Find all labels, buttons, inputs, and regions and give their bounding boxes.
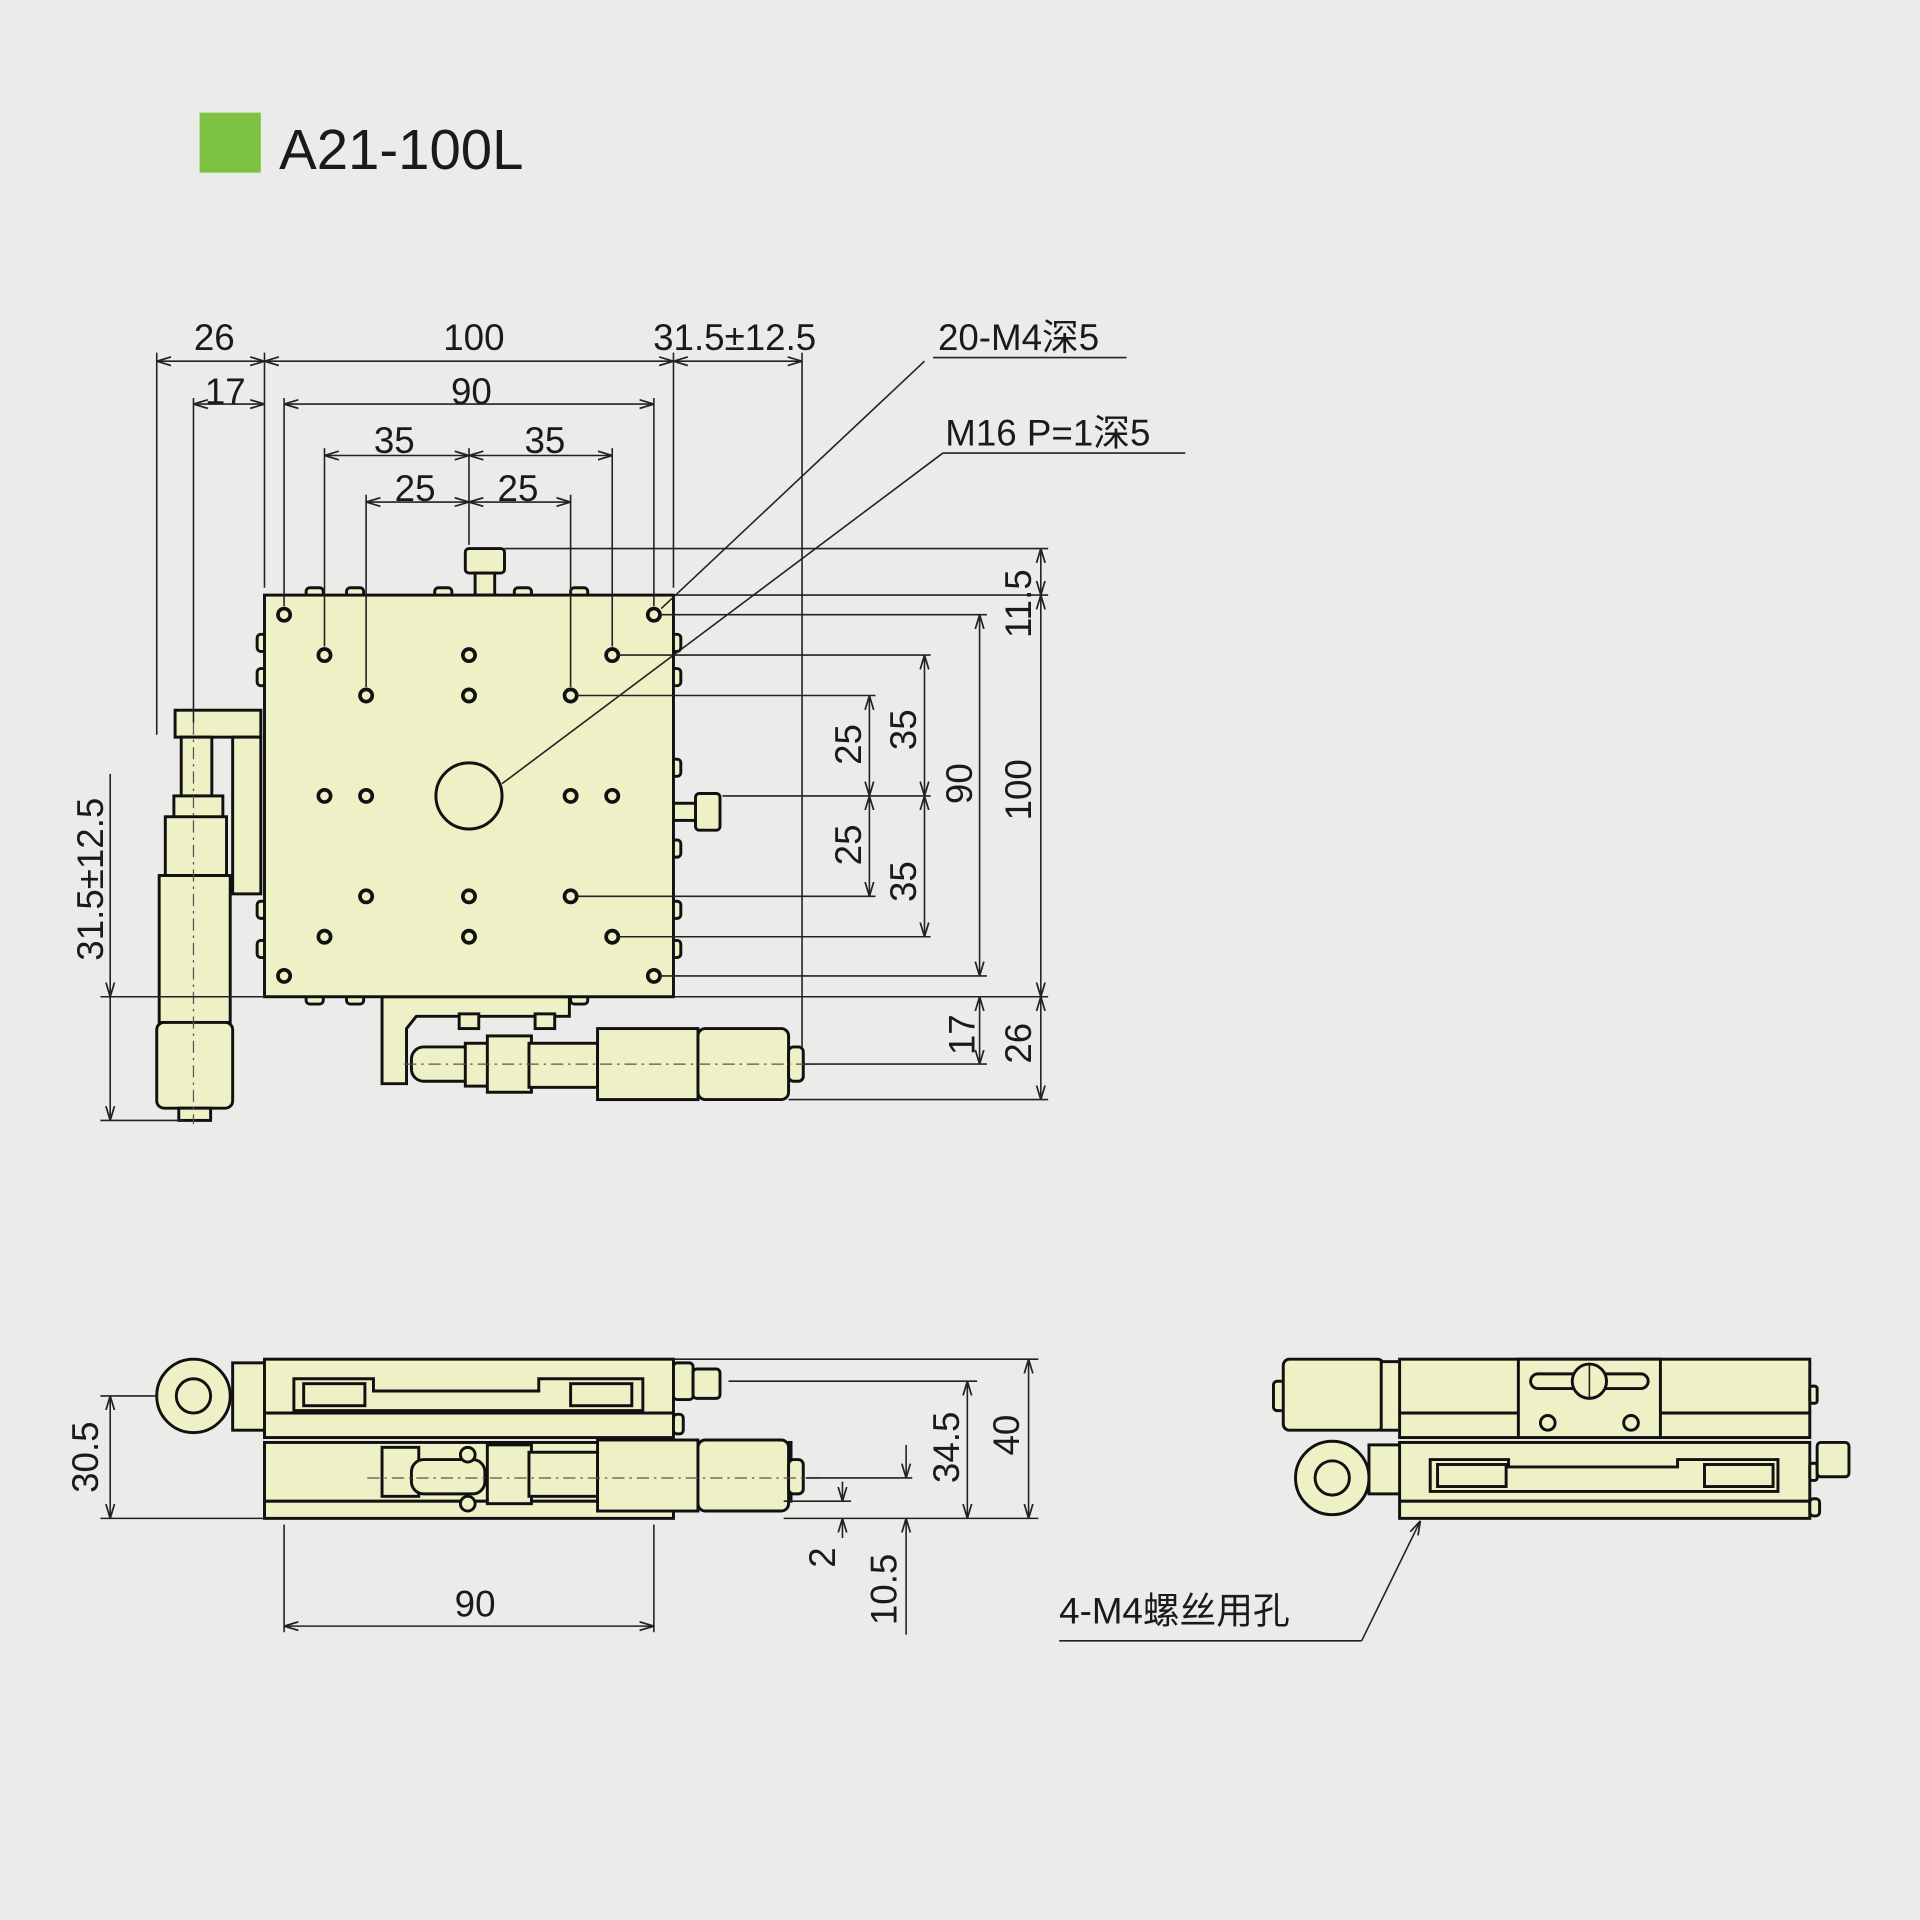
dim-h35-bottom: 35: [883, 861, 924, 902]
dim-h100: 100: [998, 759, 1039, 820]
dim-h35-top: 35: [883, 709, 924, 750]
callout-tapped-holes: 20-M4深5: [938, 317, 1099, 358]
title-swatch: [199, 112, 261, 173]
center-thread-hole: [434, 761, 504, 831]
dim-90: 90: [451, 371, 492, 412]
dim-h26: 26: [998, 1023, 1039, 1064]
lock-screw-top[interactable]: [463, 547, 506, 575]
bottom-micrometer: [380, 995, 805, 1102]
callout-center-thread: M16 P=1深5: [945, 413, 1150, 454]
tapped-holes: [276, 606, 662, 984]
left-micrometer: [155, 708, 263, 1122]
dim-h25-top: 25: [828, 724, 869, 765]
front-view: 30.5 34.5 40 2 10.5 90: [65, 1357, 1039, 1635]
dim-26: 26: [194, 317, 235, 358]
dim-17: 17: [205, 371, 246, 412]
dim-h90: 90: [939, 763, 980, 804]
dim-10-5: 10.5: [863, 1554, 904, 1625]
model-title: A21-100L: [279, 118, 523, 181]
side-view: 4-M4螺丝用孔: [1059, 1357, 1851, 1642]
dimension-lines: [100, 352, 1186, 1122]
dim-100: 100: [443, 317, 504, 358]
dim-35-left: 35: [374, 420, 415, 461]
lock-screw-right[interactable]: [694, 792, 722, 832]
dim-2: 2: [802, 1547, 843, 1567]
dim-11-5: 11.5: [998, 569, 1039, 638]
top-view: 26 100 31.5±12.5 17 90 35 35 25 25 11.5 …: [70, 317, 1186, 1125]
dim-25-right: 25: [498, 468, 539, 509]
dim-30-5: 30.5: [65, 1421, 106, 1492]
dim-base-90: 90: [455, 1583, 496, 1624]
dim-h25-bottom: 25: [828, 824, 869, 865]
dim-40: 40: [986, 1415, 1027, 1456]
callout-mount-holes: 4-M4螺丝用孔: [1059, 1591, 1290, 1632]
dim-h17: 17: [942, 1014, 983, 1055]
dim-travel-y: 31.5±12.5: [70, 798, 111, 961]
dim-25-left: 25: [395, 468, 436, 509]
dim-travel-x: 31.5±12.5: [653, 317, 816, 358]
dim-35-right: 35: [524, 420, 565, 461]
dim-34-5: 34.5: [926, 1412, 967, 1483]
